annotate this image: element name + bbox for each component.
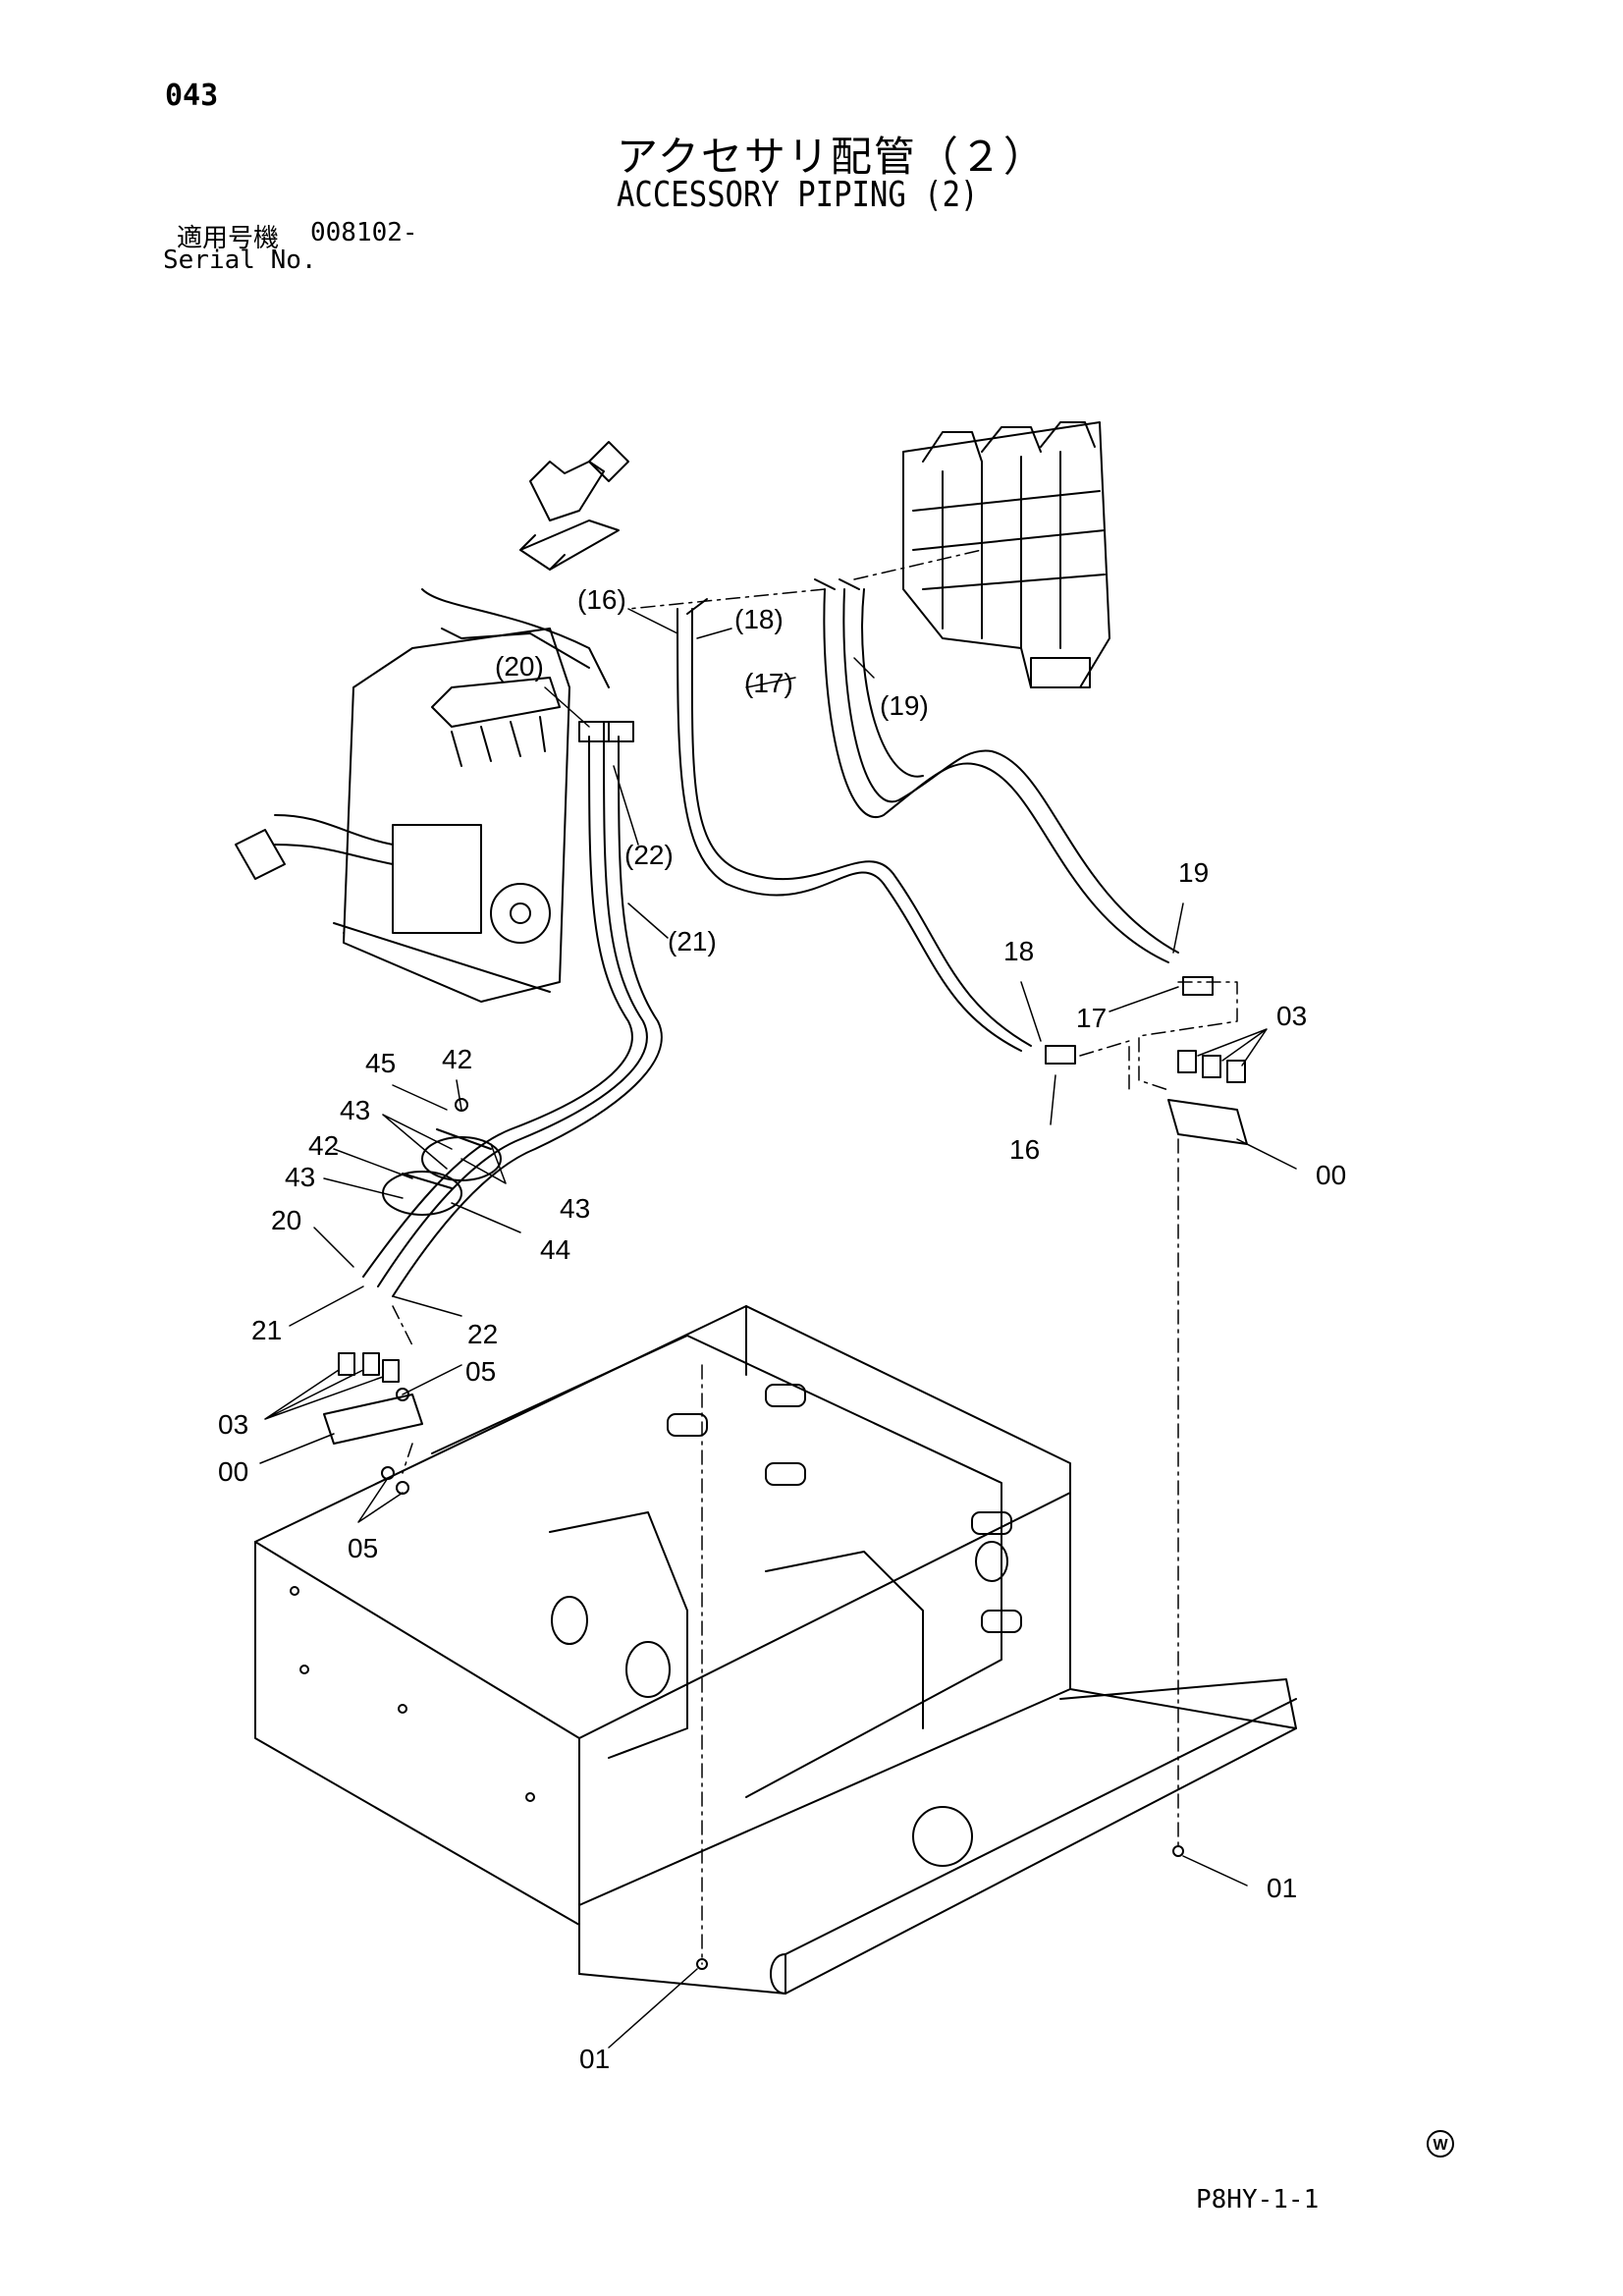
label-20: 20 [271, 1205, 301, 1235]
label-21: 21 [251, 1315, 282, 1345]
leader-lines [259, 608, 1297, 2049]
label-01-right: 01 [1267, 1873, 1297, 1903]
clamp-assembly [382, 1098, 502, 1216]
connection-lines [392, 549, 1238, 1965]
label-19: 19 [1178, 857, 1209, 888]
label-17: 17 [1076, 1003, 1107, 1033]
label-19-paren: (19) [880, 690, 929, 721]
drawing-code: P8HY-1-1 [1196, 2185, 1320, 2214]
serial-label-japanese: 適用号機 [177, 224, 280, 253]
label-43-top: 43 [340, 1095, 370, 1125]
label-05-bottom: 05 [348, 1533, 378, 1563]
hose-16-18 [676, 598, 1032, 1052]
label-03-left: 03 [218, 1409, 248, 1440]
part-labels: (16) (18) (17) (19) (20) (22) (21) 19 18… [218, 584, 1346, 2074]
label-42-top: 42 [442, 1044, 472, 1074]
label-44: 44 [540, 1234, 570, 1265]
main-frame [254, 1305, 1297, 1995]
serial-label: Serial No. [163, 246, 317, 275]
label-00-left: 00 [218, 1456, 248, 1487]
label-45: 45 [365, 1048, 396, 1078]
serial-value: 008102- [310, 218, 418, 247]
w-circle-mark: W [1426, 2129, 1455, 2159]
page-number: 043 [165, 79, 219, 113]
label-17-paren: (17) [744, 668, 793, 698]
label-21-paren: (21) [668, 926, 717, 957]
label-16: 16 [1009, 1134, 1040, 1165]
label-05-top: 05 [465, 1356, 496, 1387]
page-title: ACCESSORY PIPING (2) [617, 175, 979, 215]
label-43-left: 43 [285, 1162, 315, 1192]
label-18-paren: (18) [734, 604, 784, 634]
pilot-valve-left [235, 588, 610, 1003]
front-direction-arrow [519, 441, 629, 571]
w-mark-letter: W [1433, 2137, 1448, 2154]
left-fittings [323, 1352, 423, 1495]
label-20-paren: (20) [495, 651, 544, 682]
hose-17-19 [814, 578, 1179, 963]
label-42-mid: 42 [308, 1130, 339, 1161]
label-01-bottom: 01 [579, 2044, 610, 2074]
page-title-japanese: アクセサリ配管（２） [617, 133, 1047, 181]
label-22-paren: (22) [624, 840, 674, 870]
label-18: 18 [1003, 936, 1034, 966]
label-43-right: 43 [560, 1193, 590, 1224]
label-16-paren: (16) [577, 584, 626, 615]
label-22: 22 [467, 1319, 498, 1349]
label-00-right: 00 [1316, 1160, 1346, 1190]
control-valve-right [902, 421, 1110, 688]
hose-20-21-22 [362, 721, 663, 1297]
label-03-right: 03 [1276, 1001, 1307, 1031]
